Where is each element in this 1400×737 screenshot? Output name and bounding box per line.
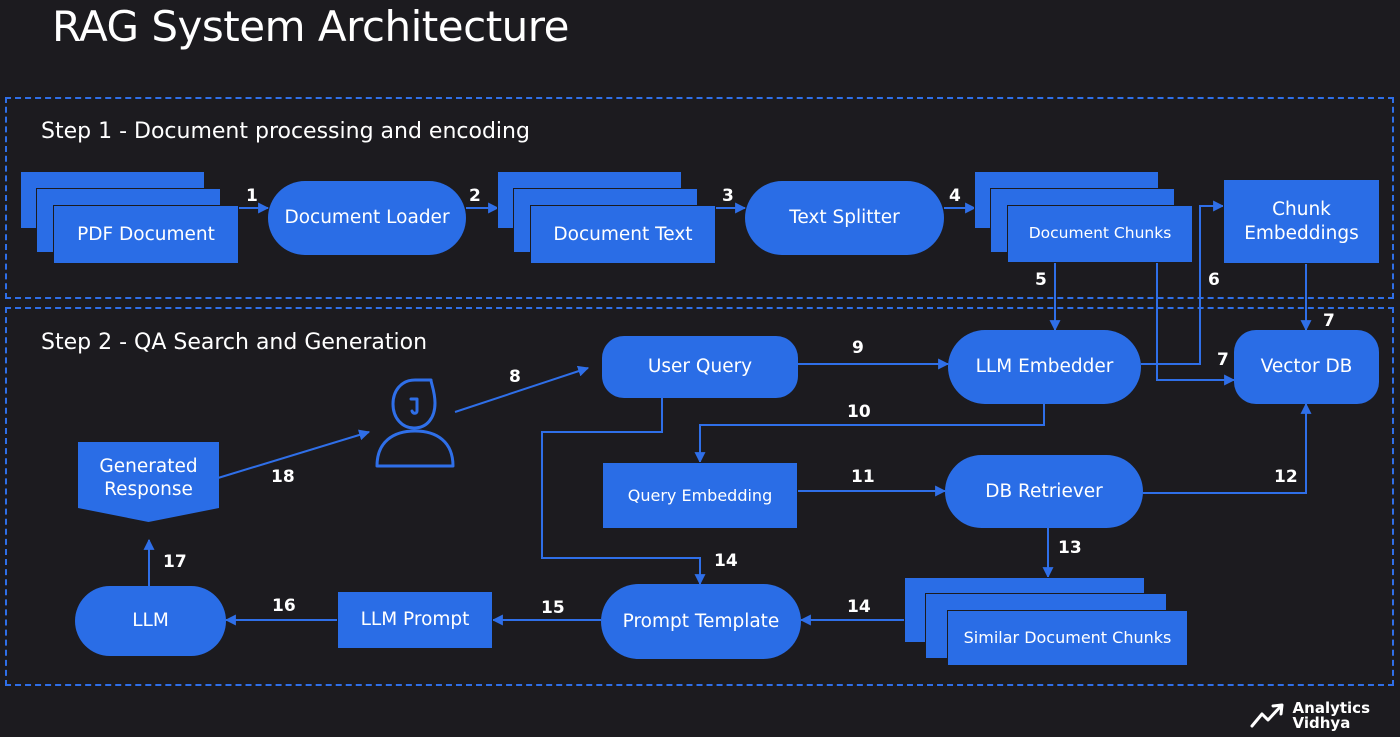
chunk-embeddings-node: Chunk Embeddings bbox=[1223, 179, 1380, 264]
brand-line-2: Vidhya bbox=[1292, 714, 1351, 732]
edge-label-10: 10 bbox=[847, 402, 871, 422]
pdf-document-node: PDF Document bbox=[53, 205, 239, 264]
vector-db-node: Vector DB bbox=[1234, 330, 1379, 404]
db-retriever-node: DB Retriever bbox=[945, 455, 1143, 528]
edge-label-6: 6 bbox=[1208, 270, 1220, 290]
edge-6 bbox=[1141, 200, 1225, 365]
diagram-title: RAG System Architecture bbox=[52, 2, 569, 51]
document-loader-node: Document Loader bbox=[268, 181, 466, 255]
edge-14a bbox=[541, 398, 706, 586]
user-query-node: User Query bbox=[602, 336, 798, 398]
edge-label-17: 17 bbox=[163, 552, 187, 572]
generated-response-shape bbox=[78, 442, 219, 522]
edge-label-12: 12 bbox=[1274, 467, 1298, 487]
step2-section bbox=[5, 307, 1394, 686]
llm-embedder-node: LLM Embedder bbox=[948, 330, 1141, 404]
edge-12 bbox=[1133, 402, 1312, 499]
edge-label-7a: 7 bbox=[1323, 311, 1335, 331]
edge-label-15: 15 bbox=[541, 598, 565, 618]
edge-label-9: 9 bbox=[852, 338, 864, 358]
step1-label: Step 1 - Document processing and encodin… bbox=[41, 119, 530, 144]
edge-label-14a: 14 bbox=[714, 551, 738, 571]
edge-label-16: 16 bbox=[272, 596, 296, 616]
document-chunks-node: Document Chunks bbox=[1007, 205, 1193, 263]
similar-document-chunks-node: Similar Document Chunks bbox=[947, 610, 1188, 666]
edge-label-5: 5 bbox=[1035, 270, 1047, 290]
analytics-vidhya-brand: Analytics Vidhya bbox=[1249, 701, 1370, 731]
edge-label-18: 18 bbox=[271, 467, 295, 487]
edge-label-14b: 14 bbox=[847, 597, 871, 617]
user-icon bbox=[375, 378, 455, 468]
prompt-template-node: Prompt Template bbox=[601, 584, 801, 659]
llm-node: LLM bbox=[75, 586, 226, 656]
edge-label-13: 13 bbox=[1058, 538, 1082, 558]
trend-arrow-icon bbox=[1250, 703, 1284, 728]
query-embedding-node: Query Embedding bbox=[602, 462, 798, 529]
edge-label-8: 8 bbox=[509, 367, 521, 387]
step2-label: Step 2 - QA Search and Generation bbox=[41, 330, 428, 355]
edge-label-4: 4 bbox=[949, 186, 961, 206]
brand-text: Analytics Vidhya bbox=[1293, 701, 1370, 731]
text-splitter-node: Text Splitter bbox=[745, 181, 944, 255]
edge-label-3: 3 bbox=[722, 186, 734, 206]
step1-section bbox=[5, 97, 1394, 299]
brand-line-1: Analytics bbox=[1292, 699, 1370, 717]
llm-prompt-node: LLM Prompt bbox=[337, 591, 493, 649]
edge-label-7b: 7 bbox=[1217, 350, 1229, 370]
edge-7b bbox=[1156, 263, 1236, 386]
edge-label-2: 2 bbox=[469, 186, 481, 206]
document-text-node: Document Text bbox=[530, 205, 716, 264]
edge-label-11: 11 bbox=[851, 467, 875, 487]
generated-response-node: Generated Response bbox=[99, 455, 198, 500]
edge-10 bbox=[694, 404, 1045, 464]
edge-label-1: 1 bbox=[246, 186, 258, 206]
edge-18 bbox=[217, 429, 371, 479]
edge-8 bbox=[454, 365, 590, 413]
